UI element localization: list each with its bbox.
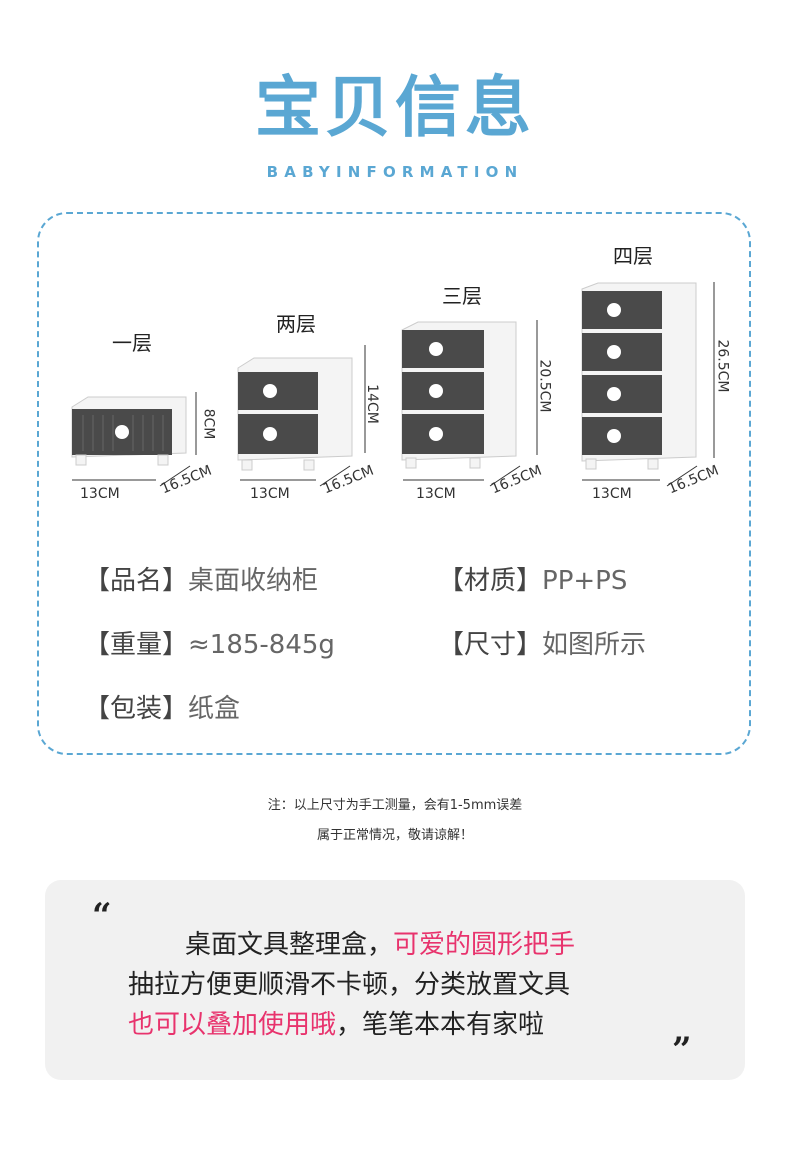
width-dim-2: 13CM: [250, 486, 290, 502]
spec-material-key: 【材质】: [438, 566, 543, 596]
spec-weight: 【重量】≈185-845g: [84, 624, 335, 661]
cabinet-label-2: 两层: [276, 312, 316, 336]
spec-material-value: PP+PS: [542, 566, 628, 596]
spec-size: 【尺寸】如图所示: [438, 624, 646, 661]
quote-open-mark: “: [92, 896, 112, 936]
page-subtitle: BABYINFORMATION: [266, 163, 524, 181]
quote-line-1: 桌面文具整理盒，可爱的圆形把手: [185, 924, 575, 961]
dimension-lines: [72, 282, 715, 487]
cabinet-4-drawing: [581, 282, 697, 470]
quote-box: [45, 880, 745, 1080]
cabinet-label-3: 三层: [442, 284, 482, 308]
width-dim-1: 13CM: [80, 486, 120, 502]
cabinet-2-drawing: [237, 357, 353, 471]
quote-line-1-a: 桌面文具整理盒，: [185, 930, 394, 960]
height-dim-4: 26.5CM: [714, 339, 731, 393]
spec-size-value: 如图所示: [542, 630, 647, 660]
info-frame: [37, 212, 751, 755]
spec-name: 【品名】桌面收纳柜: [84, 560, 318, 597]
width-dim-3: 13CM: [416, 486, 456, 502]
quote-line-2: 抽拉方便更顺滑不卡顿，分类放置文具: [128, 970, 571, 1000]
page-title: 宝贝信息: [255, 69, 535, 146]
spec-name-value: 桌面收纳柜: [188, 566, 319, 596]
spec-size-key: 【尺寸】: [438, 630, 543, 660]
quote-line-3-a: 也可以叠加使用哦: [128, 1010, 337, 1040]
width-dim-4: 13CM: [592, 486, 632, 502]
cabinet-1-drawing: [71, 396, 187, 466]
spec-package-key: 【包装】: [84, 694, 189, 724]
spec-material: 【材质】PP+PS: [438, 560, 627, 597]
note-line-1: 注：以上尺寸为手工测量，会有1-5mm误差: [267, 798, 523, 813]
height-dim-1: 8CM: [200, 408, 217, 440]
spec-package: 【包装】纸盒: [84, 688, 240, 725]
cabinet-3-drawing: [401, 321, 517, 469]
note-line-2: 属于正常情况，敬请谅解！: [316, 828, 473, 843]
cabinet-label-4: 四层: [613, 244, 653, 268]
quote-line-1-b: 可爱的圆形把手: [393, 930, 576, 960]
quote-line-3-b: ，笔笔本本有家啦: [336, 1010, 545, 1040]
quote-close-mark: ”: [672, 1030, 692, 1070]
spec-name-key: 【品名】: [84, 566, 189, 596]
cabinet-label-1: 一层: [112, 331, 152, 355]
spec-weight-key: 【重量】: [84, 630, 189, 660]
height-dim-2: 14CM: [363, 384, 380, 424]
quote-line-3: 也可以叠加使用哦，笔笔本本有家啦: [128, 1004, 544, 1041]
height-dim-3: 20.5CM: [536, 359, 553, 413]
spec-weight-value: ≈185-845g: [188, 630, 335, 660]
spec-package-value: 纸盒: [188, 694, 241, 724]
